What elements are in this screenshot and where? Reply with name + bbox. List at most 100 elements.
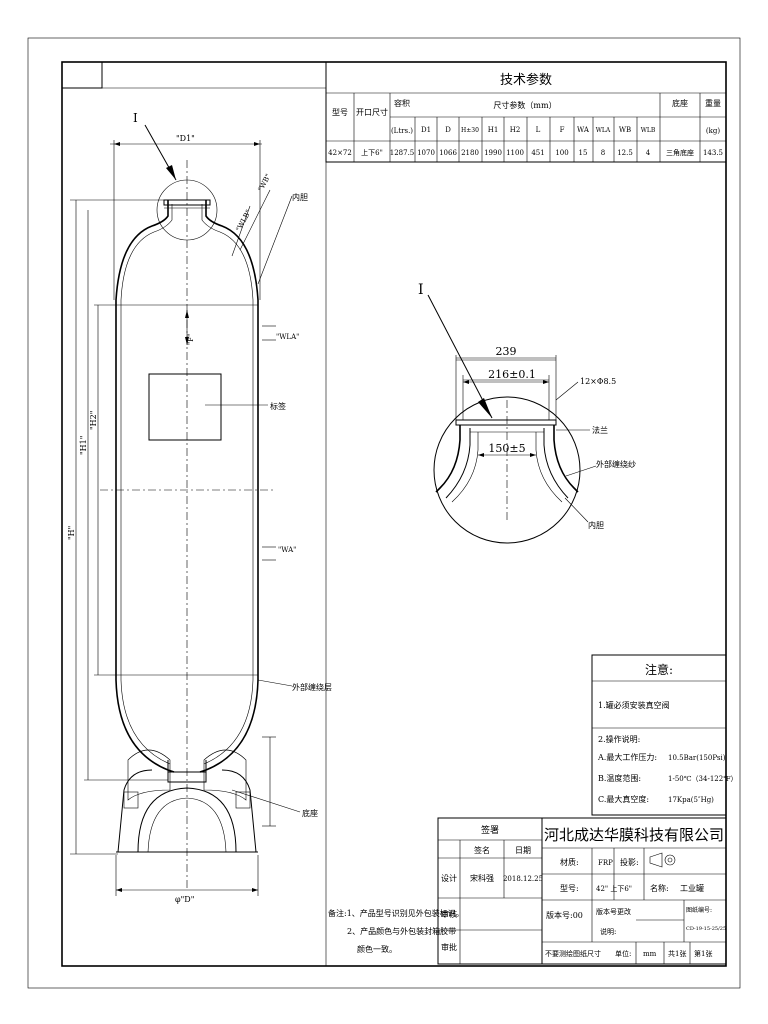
detail-winding-label: 外部缠绕纱: [596, 459, 636, 469]
tb-company: 河北成达华膜科技有限公司: [544, 826, 724, 844]
detail-dim-150: 150±5: [488, 442, 525, 455]
tb-drawing-no-value: CD-19-15-25/25: [686, 926, 726, 932]
dim-col-header: D: [445, 126, 451, 134]
tb-material-value: FRP: [598, 859, 613, 867]
row-opening: 上下6": [361, 148, 383, 157]
row-model: 42×72: [328, 149, 352, 157]
params-col-volume-unit: (Ltrs.): [391, 127, 413, 135]
row-dim: 12.5: [617, 149, 633, 157]
row-base: 三角底座: [666, 148, 694, 157]
bottom-neck: [167, 771, 207, 783]
base-right-saddle: [203, 749, 247, 801]
tank-shell-right: [199, 200, 259, 773]
params-col-opening: 开口尺寸: [356, 107, 388, 117]
tank-liner-left: [120, 204, 173, 765]
notes-line1: 1.罐必须安装真空阀: [598, 700, 670, 710]
label-tag-label: 标签: [270, 401, 286, 411]
dim-col-header: H±30: [461, 127, 479, 134]
base-leg-left: [117, 769, 153, 853]
tb-unit-label: 单位:: [615, 949, 631, 958]
dim-H1-label: "H1": [79, 436, 88, 455]
tb-sign-header: 签署: [481, 824, 499, 836]
tb-sheet-no: 第1张: [694, 949, 712, 958]
params-col-model: 型号: [332, 108, 348, 117]
tb-version-label: 版本号:00: [546, 910, 583, 920]
dim-H2-label: "H2": [89, 411, 98, 430]
tank-shell-left: [115, 200, 175, 773]
tb-sheets-total: 共1张: [668, 949, 686, 958]
remarks-line1: 备注:1、产品型号识别见外包装标识。: [328, 908, 464, 918]
notes-c-label: C.最大真空度:: [598, 794, 649, 804]
label-plate: [148, 373, 222, 441]
detail-dim-239: 239: [496, 345, 517, 358]
notes-a-label: A.最大工作压力:: [597, 752, 657, 762]
row-dim: 15: [579, 149, 588, 157]
params-col-volume: 容积: [394, 98, 410, 108]
base-left-saddle: [127, 749, 171, 801]
top-flange: [163, 199, 211, 206]
notes-c-value: 17Kpa(5″Hg): [668, 796, 714, 804]
dim-D1-label: "D1": [176, 134, 195, 143]
dim-col-header: WB: [619, 126, 631, 134]
row-dim: 4: [646, 149, 651, 157]
detail-view: [427, 294, 597, 544]
corner-box: [61, 61, 103, 89]
detail-flange-label: 法兰: [592, 425, 608, 435]
dim-col-header: WLA: [596, 127, 611, 134]
notes-b-label: B.温度范围:: [598, 773, 641, 783]
remarks-line3: 颜色一致。: [357, 944, 397, 954]
base-arch: [137, 787, 237, 853]
detail-arrow: [166, 165, 176, 180]
dim-WA-label: "WA": [278, 546, 296, 554]
detail-holes-label: 12×Φ8.5: [580, 377, 616, 386]
params-col-weight: 重量: [705, 98, 721, 108]
detail-ref-label: I: [418, 282, 424, 298]
dim-col-header: L: [536, 126, 541, 134]
dim-F-label: "F": [187, 334, 195, 345]
row-dim: 100: [555, 149, 568, 157]
dim-WLA-label: "WLA": [276, 333, 299, 341]
dim-col-header: H2: [510, 126, 521, 134]
tb-name-value: 工业罐: [680, 883, 704, 893]
tb-row-review: 审核: [441, 909, 457, 919]
tb-projection-label: 投影:: [620, 857, 639, 867]
tb-col-date: 日期: [515, 846, 531, 855]
dim-D-label: φ"D": [175, 895, 194, 904]
row-dim: 1100: [506, 149, 524, 157]
tb-no-measure: 不要测绘图纸尺寸: [545, 949, 601, 958]
tb-model-value: 42" 上下6": [596, 884, 632, 893]
dim-col-header: D1: [421, 126, 431, 134]
notes-title: 注意:: [645, 662, 673, 677]
tb-drawing-no-label: 图纸编号:: [686, 906, 712, 914]
base-label: 底座: [302, 808, 318, 818]
dim-col-header: H1: [488, 126, 499, 134]
tb-name-label: 名称:: [650, 883, 669, 893]
tank-liner-right: [201, 204, 254, 765]
base-leg-right: [221, 769, 257, 853]
row-dim: 8: [601, 149, 605, 157]
row-volume: 1287.5: [390, 149, 415, 157]
inner-liner-label: 内胆: [292, 192, 308, 202]
detail-dim-216: 216±0.1: [488, 368, 536, 381]
detail-circle-large: [433, 396, 581, 544]
dim-H-label: "H": [67, 526, 76, 540]
params-col-dim-group: 尺寸参数（mm）: [493, 100, 556, 110]
tb-designer: 宋科强: [470, 873, 494, 883]
notes-box: [591, 654, 727, 816]
dim-col-header: WLB: [641, 127, 656, 134]
detail-flange-plate: [455, 419, 557, 426]
notes-line2: 2.操作说明:: [598, 734, 640, 744]
row-dim: 2180: [461, 149, 479, 157]
notes-a-value: 10.5Bar(150Psi): [668, 754, 726, 762]
tb-material-label: 材质:: [560, 857, 579, 867]
row-dim: 1990: [484, 149, 502, 157]
tb-col-signature: 签名: [474, 845, 490, 855]
outer-frame: [27, 37, 741, 989]
params-col-weight-unit: (kg): [706, 127, 720, 135]
tb-version-change: 版本号更改: [596, 907, 631, 916]
outer-winding-label: 外部缠绕层: [292, 682, 332, 692]
tb-row-approve: 审批: [441, 942, 457, 952]
params-table: [325, 61, 727, 163]
tb-explain-label: 说明:: [600, 927, 616, 936]
